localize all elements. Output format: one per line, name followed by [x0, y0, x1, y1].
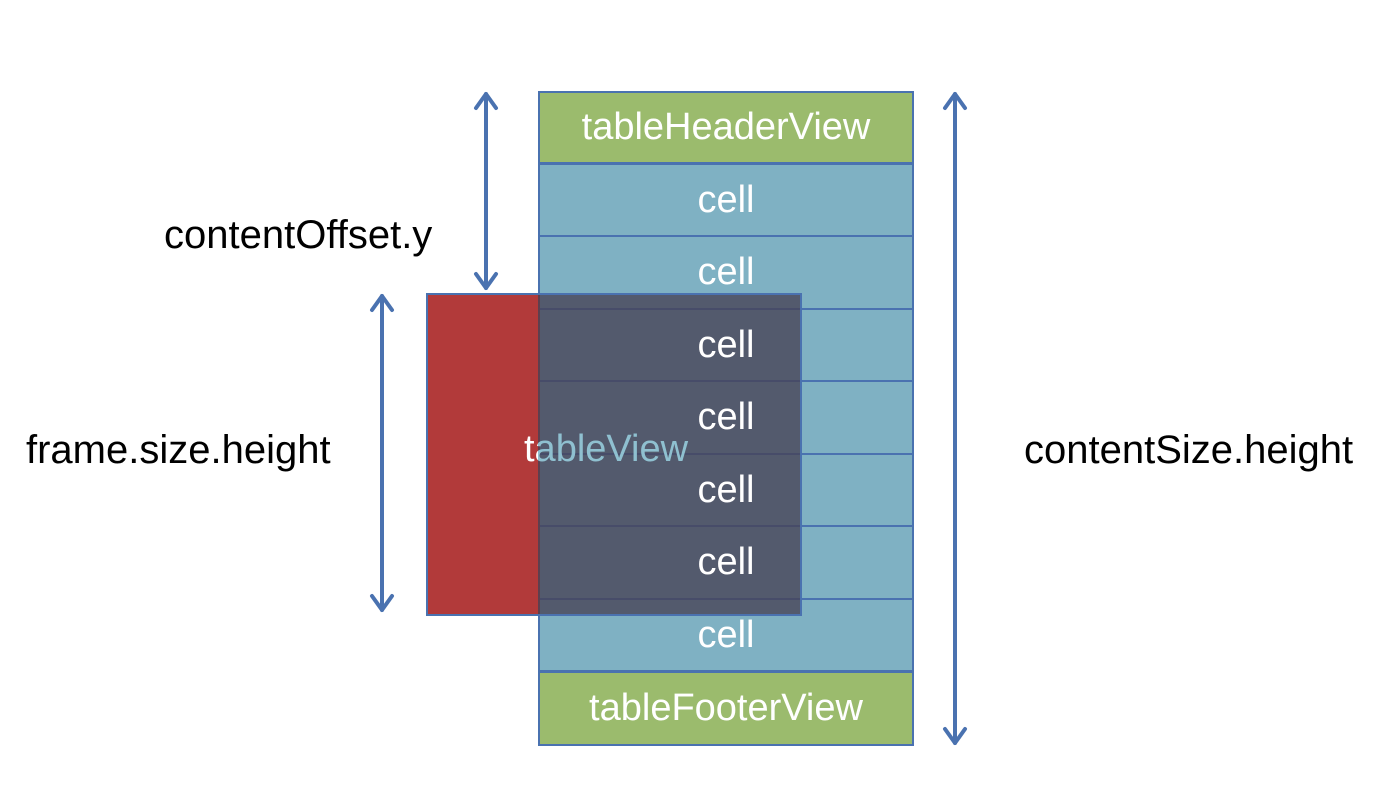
- table-view-overlay: [538, 293, 802, 616]
- frame-height-label: frame.size.height: [26, 428, 331, 472]
- table-view-label-clip-left: tableView: [426, 428, 538, 478]
- content-offset-arrow: [474, 92, 498, 290]
- table-header-view: tableHeaderView: [538, 91, 914, 164]
- table-footer-label: tableFooterView: [589, 687, 863, 729]
- cell-label: cell: [697, 178, 755, 221]
- cell-label: cell: [697, 613, 755, 656]
- table-header-label: tableHeaderView: [581, 106, 871, 148]
- content-height-arrow: [943, 92, 967, 745]
- table-view-label-clip-right: tableView: [538, 428, 738, 478]
- content-offset-label: contentOffset.y: [164, 213, 433, 257]
- table-view-frame: [426, 293, 540, 616]
- table-view-label: tableView: [524, 428, 538, 470]
- table-view-label-overlay: tableView: [538, 428, 689, 470]
- frame-height-arrow: [370, 294, 394, 612]
- content-height-label: contentSize.height: [1024, 428, 1354, 472]
- table-footer-view: tableFooterView: [538, 671, 914, 746]
- cell-label: cell: [697, 251, 755, 293]
- table-cell-1: cell: [538, 164, 914, 236]
